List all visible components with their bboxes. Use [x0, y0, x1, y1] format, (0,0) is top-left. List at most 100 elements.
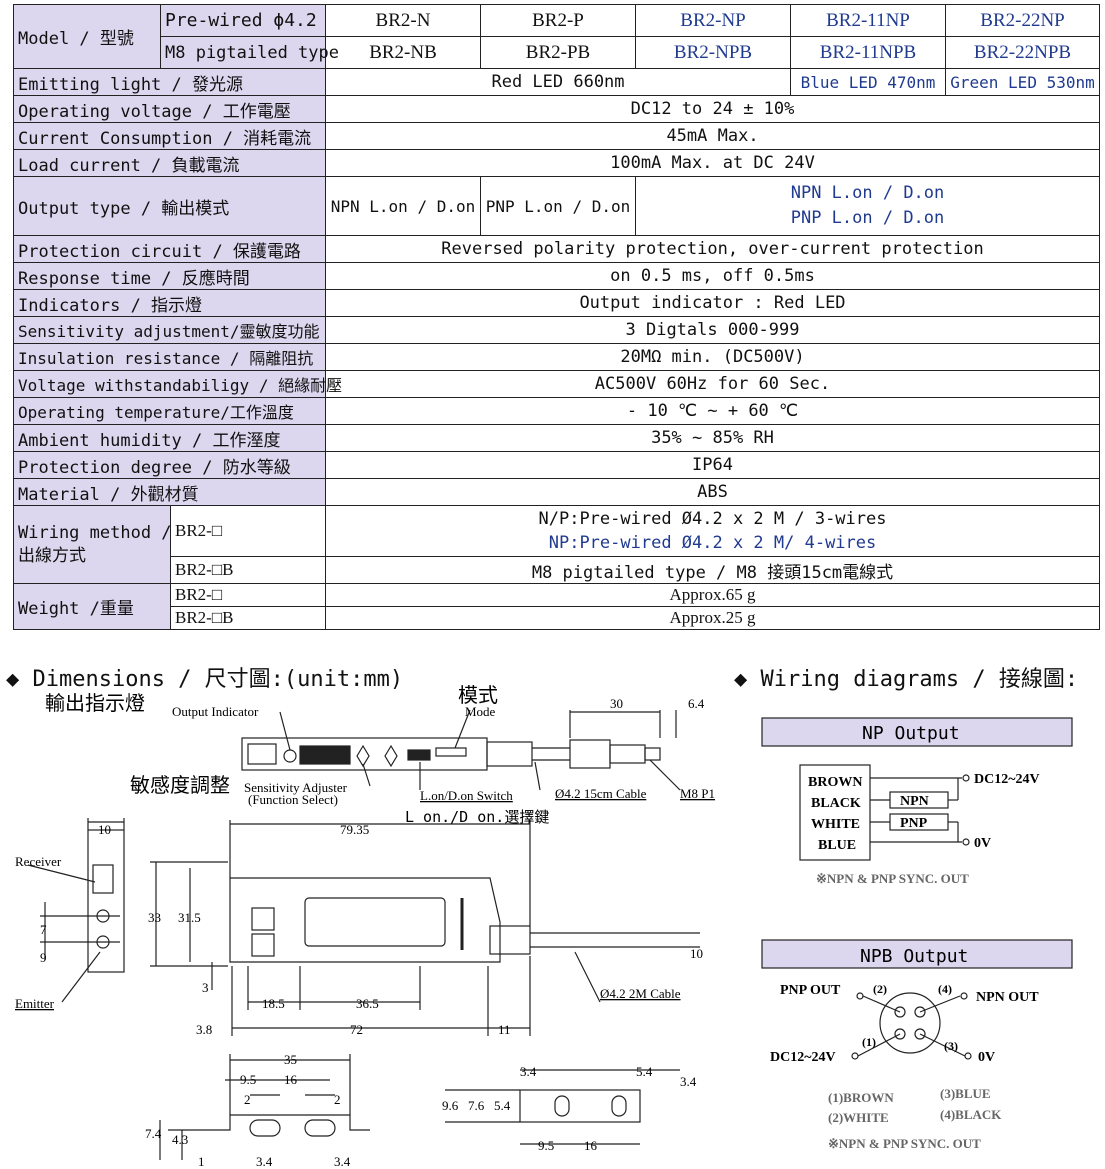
model-cell: BR2-P	[480, 4, 636, 37]
output-indicator-en: Output Indicator	[172, 704, 259, 719]
receiver-label: Receiver	[15, 854, 62, 869]
emitting-blue: Blue LED 470nm	[790, 68, 946, 96]
dim-value: 6.4	[688, 696, 705, 711]
model-cell: BR2-11NP	[790, 4, 946, 37]
dimensions-drawing: 輸出指示燈 Output Indicator 模式 Mode 敏感度調整 Sen…	[15, 684, 715, 1169]
dimensions-heading: ◆ Dimensions / 尺寸圖:(unit:mm)	[6, 667, 404, 692]
dim-value: 10	[98, 822, 111, 837]
wire-label: BLACK	[811, 796, 861, 811]
dim-value: 3.4	[256, 1154, 273, 1169]
voltage-value: DC12 to 24 ± 10%	[325, 95, 1100, 123]
emitter-label: Emitter	[15, 996, 55, 1011]
dim-value: 7.6	[468, 1098, 485, 1113]
legend-item: (1)BROWN	[828, 1090, 894, 1105]
wire-label: BROWN	[808, 775, 862, 790]
degree-label: Protection degree / 防水等級	[13, 451, 326, 479]
output-n: NPN L.on / D.on	[325, 176, 481, 236]
load-label: Load current / 負載電流	[13, 149, 326, 177]
sensitivity-label: Sensitivity adjustment/靈敏度功能	[13, 316, 326, 344]
insulation-value: 20MΩ min. (DC500V)	[325, 343, 1100, 371]
output-np-line: NPN L.on / D.on	[790, 183, 945, 203]
indicators-label: Indicators / 指示燈	[13, 289, 326, 317]
output-indicator-cn: 輸出指示燈	[45, 692, 145, 715]
m8-label: M8 pigtailed type	[160, 36, 339, 69]
dim-value: 35	[284, 1052, 297, 1067]
material-value: ABS	[325, 478, 1100, 506]
dim-value: 31.5	[178, 910, 201, 925]
dim-value: 3.4	[334, 1154, 351, 1169]
bracket-view	[168, 1114, 370, 1131]
pin-label: (1)	[862, 1035, 876, 1049]
m8-label: M8 P1	[680, 786, 715, 801]
response-label: Response time / 反應時間	[13, 262, 326, 290]
legend-item: (3)BLUE	[940, 1086, 991, 1101]
np-wire-box	[799, 764, 871, 861]
mode-cn: 模式	[458, 684, 498, 707]
dim-value: 36.5	[356, 996, 379, 1011]
cable-15: Ø4.2 15cm Cable	[555, 786, 647, 801]
npb-title: NPB Output	[860, 946, 968, 967]
consumption-value: 45mA Max.	[325, 122, 1100, 150]
dim-value: 3.8	[196, 1022, 212, 1037]
dim-value: 3	[202, 980, 209, 995]
wiring-label: Wiring method / 出線方式	[13, 505, 172, 584]
model-cell: BR2-NP	[635, 4, 791, 37]
dim-value: 4.3	[172, 1132, 188, 1147]
sensitivity-value: 3 Digtals 000-999	[325, 316, 1100, 344]
dim-value: 1	[198, 1154, 205, 1169]
dim-value: 16	[584, 1138, 598, 1153]
model-cell: BR2-N	[325, 4, 481, 37]
temperature-label: Operating temperature/工作溫度	[13, 397, 326, 425]
dimension-values: 30 6.4 10 79.35 33 31.5 7 9 3 18.5 36.5 …	[40, 696, 705, 1169]
emitting-red: Red LED 660nm	[325, 68, 791, 96]
wiring-sub: BR2-□B	[170, 556, 326, 584]
np-title-box	[761, 717, 1073, 747]
pin-label: (2)	[873, 982, 887, 996]
sync-note: ※NPN & PNP SYNC. OUT	[828, 1136, 981, 1151]
consumption-label: Current Consumption / 消耗電流	[13, 122, 326, 150]
model-cell: BR2-22NP	[945, 4, 1100, 37]
emitting-label: Emitting light / 發光源	[13, 68, 326, 96]
material-label: Material / 外觀材質	[13, 478, 326, 506]
model-cell: BR2-11NPB	[790, 36, 946, 69]
npb-title-box	[761, 939, 1073, 969]
dim-value: 9.6	[442, 1098, 459, 1113]
voltage-label: Operating voltage / 工作電壓	[13, 95, 326, 123]
pin-label: (4)	[938, 982, 952, 996]
pnp-label: PNP	[900, 816, 928, 831]
model-cell: BR2-NPB	[635, 36, 791, 69]
receiver-side-view	[87, 829, 125, 973]
withstand-value: AC500V 60Hz for 60 Sec.	[325, 370, 1100, 398]
humidity-label: Ambient humidity / 工作溼度	[13, 424, 326, 452]
protection-value: Reversed polarity protection, over-curre…	[325, 235, 1100, 263]
output-label: Output type / 輸出模式	[13, 176, 326, 236]
dc-label: DC12~24V	[770, 1050, 836, 1065]
wiring-drawing: NP Output BROWN BLACK WHITE BLUE NPN PNP…	[761, 717, 1073, 1151]
sensitivity-en-1: Sensitivity Adjuster	[244, 780, 348, 795]
v-zero-label: 0V	[974, 836, 991, 851]
switch-cn: L on./D on.選擇鍵	[405, 808, 549, 826]
cable-2m: Ø4.2 2M Cable	[600, 986, 681, 1001]
wiring-label-line: Wiring method /	[18, 522, 172, 543]
v-plus-label: DC12~24V	[974, 772, 1040, 787]
sensor-front-view	[229, 877, 501, 963]
switch-en: L.on/D.on Switch	[420, 788, 513, 803]
dim-value: 72	[350, 1022, 363, 1037]
npn-label: NPN	[900, 794, 929, 809]
m8-connector	[879, 992, 941, 1054]
output-np: NPN L.on / D.on PNP L.on / D.on	[635, 176, 1100, 236]
dim-value: 7	[40, 922, 47, 937]
legend-item: (4)BLACK	[940, 1107, 1002, 1122]
wiring-heading: ◆ Wiring diagrams / 接線圖:	[734, 667, 1079, 692]
load-value: 100mA Max. at DC 24V	[325, 149, 1100, 177]
wiring-value: M8 pigtailed type / M8 接頭15cm電線式	[325, 556, 1100, 584]
output-p: PNP L.on / D.on	[480, 176, 636, 236]
weight-label: Weight /重量	[13, 583, 171, 630]
model-cell: BR2-NB	[325, 36, 481, 69]
weight-value: Approx.65 g	[325, 583, 1100, 607]
indicators-value: Output indicator : Red LED	[325, 289, 1100, 317]
model-label: Model / 型號	[13, 4, 161, 69]
dim-value: 5.4	[636, 1064, 653, 1079]
sensitivity-cn: 敏感度調整	[130, 774, 230, 797]
dim-value: 3.4	[520, 1064, 537, 1079]
